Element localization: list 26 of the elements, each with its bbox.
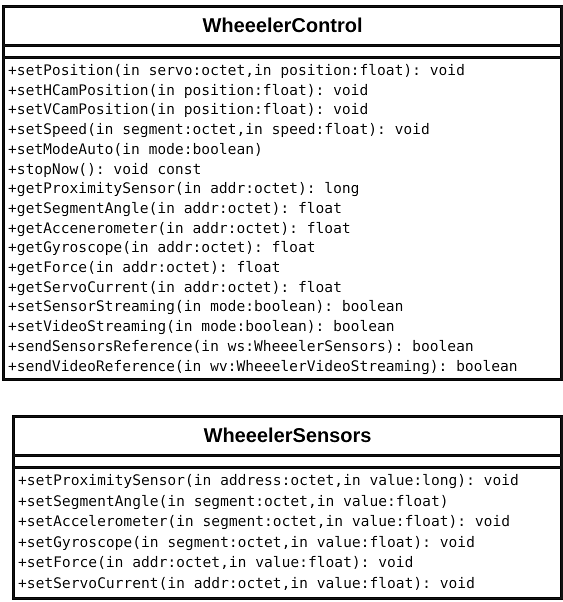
operation-text: +getSegmentAngle(in addr:octet): float (8, 198, 342, 219)
operation-text: +setForce(in addr:octet,in value:float): void (18, 553, 414, 574)
operation-text: +sendVideoReference(in wv:WheeelerVideoStreaming): boolean (8, 356, 518, 376)
operation-text: +sendSensorsReference(in ws:WheeelerSensors): boolean (8, 336, 474, 357)
operation-text: +stopNow(): void const (8, 160, 202, 180)
operation-text: +setSpeed(in segment:octet,in speed:float): void (8, 120, 430, 140)
operation-text: +setServoCurrent(in addr:octet,in value:float): void (18, 574, 475, 594)
operation-text: +getGyroscope(in addr:octet): float (8, 238, 316, 258)
operation-text: +setSegmentAngle(in segment:octet,in value:float) (18, 492, 449, 512)
class-box (2, 5, 563, 382)
class-name: WheeelerControl (202, 15, 363, 37)
operation-text: +setPosition(in servo:octet,in position:float): void (8, 61, 465, 81)
operation-text: +getServoCurrent(in addr:octet): float (8, 278, 342, 298)
operation-text: +setProximitySensor(in address:octet,in value:long): void (18, 471, 519, 491)
class-box (12, 415, 563, 600)
operation-text: +setAccelerometer(in segment:octet,in value:float): void (18, 512, 510, 532)
operation-text: +setGyroscope(in segment:octet,in value:float): void (18, 532, 475, 553)
operation-text: +getForce(in addr:octet): float (8, 258, 280, 278)
operation-text: +setVideoStreaming(in mode:boolean): boolean (8, 317, 395, 337)
operation-text: +setSensorStreaming(in mode:boolean): boolean (8, 297, 404, 318)
class-name: WheeelerSensors (204, 425, 372, 447)
operation-text: +getAccenerometer(in addr:octet): float (8, 218, 351, 238)
operation-text: +setModeAuto(in mode:boolean) (8, 140, 263, 160)
operation-text: +setHCamPosition(in position:float): void (8, 80, 368, 100)
operation-text: +getProximitySensor(in addr:octet): long (8, 179, 360, 199)
operation-text: +setVCamPosition(in position:float): void (8, 100, 368, 120)
